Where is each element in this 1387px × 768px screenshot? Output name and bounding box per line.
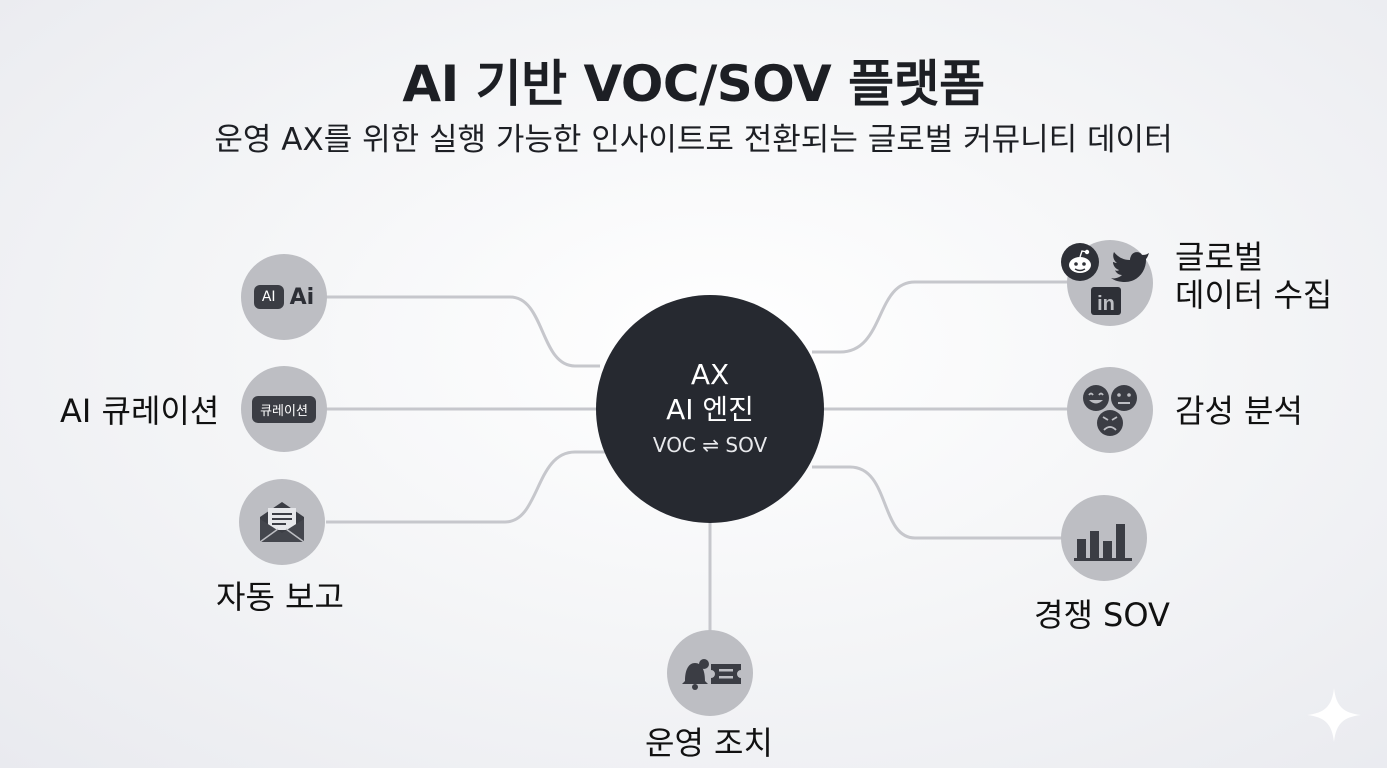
page-subtitle: 운영 AX를 위한 실행 가능한 인사이트로 전환되는 글로벌 커뮤니티 데이터 [214, 122, 1173, 158]
sentiment-node [1067, 367, 1153, 453]
mail-icon [259, 502, 305, 543]
neutral-face-icon [1111, 385, 1137, 411]
svg-text:in: in [1097, 293, 1115, 315]
global-data-label-line2: 데이터 수집 [1175, 276, 1333, 314]
curation-node: 큐레이션 [241, 366, 327, 452]
hub-subtitle: AI 엔진 [666, 393, 754, 426]
sentiment-label: 감성 분석 [1175, 392, 1303, 430]
global-data-label-line1: 글로벌 [1175, 238, 1264, 276]
auto-report-node [239, 479, 325, 565]
hub-voc-sov: VOC ⇌ SOV [652, 433, 768, 457]
curation-label: AI 큐레이션 [60, 392, 220, 430]
bell-ticket-icon [682, 659, 741, 690]
global-data-node: in [1061, 240, 1153, 326]
bar-chart-icon [1074, 524, 1132, 561]
ai-node: AI Ai [241, 254, 327, 340]
competitive-sov-node [1061, 495, 1147, 581]
ai-engine-hub: AX AI 엔진 VOC ⇌ SOV [596, 295, 824, 523]
global-data-label: 글로벌 데이터 수집 [1175, 238, 1332, 314]
ai-glyph: Ai [289, 284, 315, 310]
ai-badge: AI [253, 285, 284, 309]
operations-label: 운영 조치 [645, 724, 773, 762]
connector-sov [812, 465, 1062, 540]
hub-title: AX [690, 358, 730, 391]
ticket-icon [711, 664, 741, 684]
happy-face-icon [1083, 385, 1109, 411]
operations-node [667, 630, 753, 716]
connector-report [326, 450, 605, 524]
twitter-icon [1111, 252, 1149, 282]
ai-icon: AI Ai [253, 284, 315, 310]
social-icons: in [1061, 243, 1149, 315]
reddit-icon [1061, 243, 1099, 281]
page-title: AI 기반 VOC/SOV 플랫폼 [402, 55, 985, 113]
competitive-sov-label: 경쟁 SOV [1034, 596, 1170, 634]
emoji-icon [1083, 385, 1137, 436]
angry-face-icon [1097, 410, 1123, 436]
sparkle-icon [1307, 688, 1361, 742]
auto-report-label: 자동 보고 [216, 578, 344, 616]
curation-badge-icon: 큐레이션 [252, 395, 316, 423]
bell-icon [682, 659, 709, 690]
connector-global [812, 280, 1070, 354]
linkedin-icon: in [1091, 287, 1121, 315]
connector-ai [326, 295, 600, 368]
